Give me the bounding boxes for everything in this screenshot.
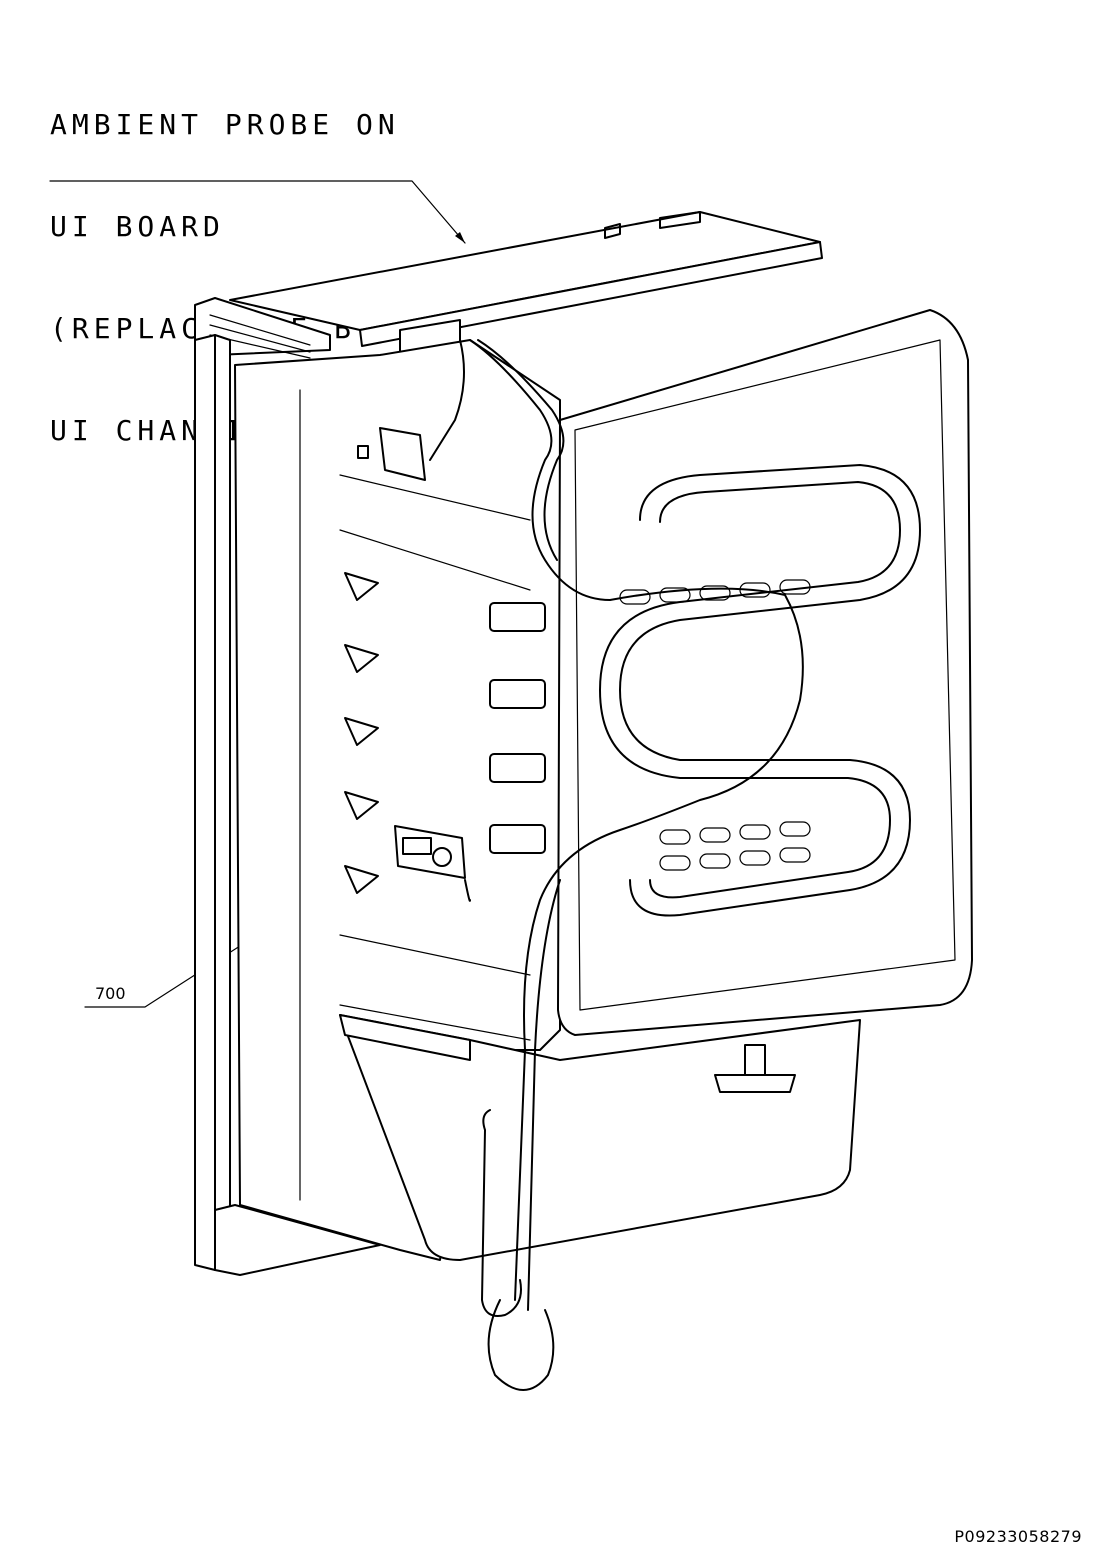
ui-board-plate [229,211,823,353]
callout-line-1: AMBIENT PROBE ON [50,108,400,141]
top-side-bracket [357,427,426,481]
bottom-foot [714,1044,796,1093]
document-id: P09233058279 [954,1527,1082,1546]
part-700-connector [394,825,466,879]
wire-harness [429,339,804,1391]
ambient-probe-leader [49,180,466,244]
side-triangle-markers [344,572,379,894]
back-panel [557,309,973,1036]
heating-element-coil [599,464,921,917]
callout-line-2: UI BOARD [50,210,225,243]
part-number-700: 700 [95,984,126,1003]
left-frame [194,297,331,1271]
coil-inner-slots [619,579,811,871]
side-tabs [489,602,546,854]
